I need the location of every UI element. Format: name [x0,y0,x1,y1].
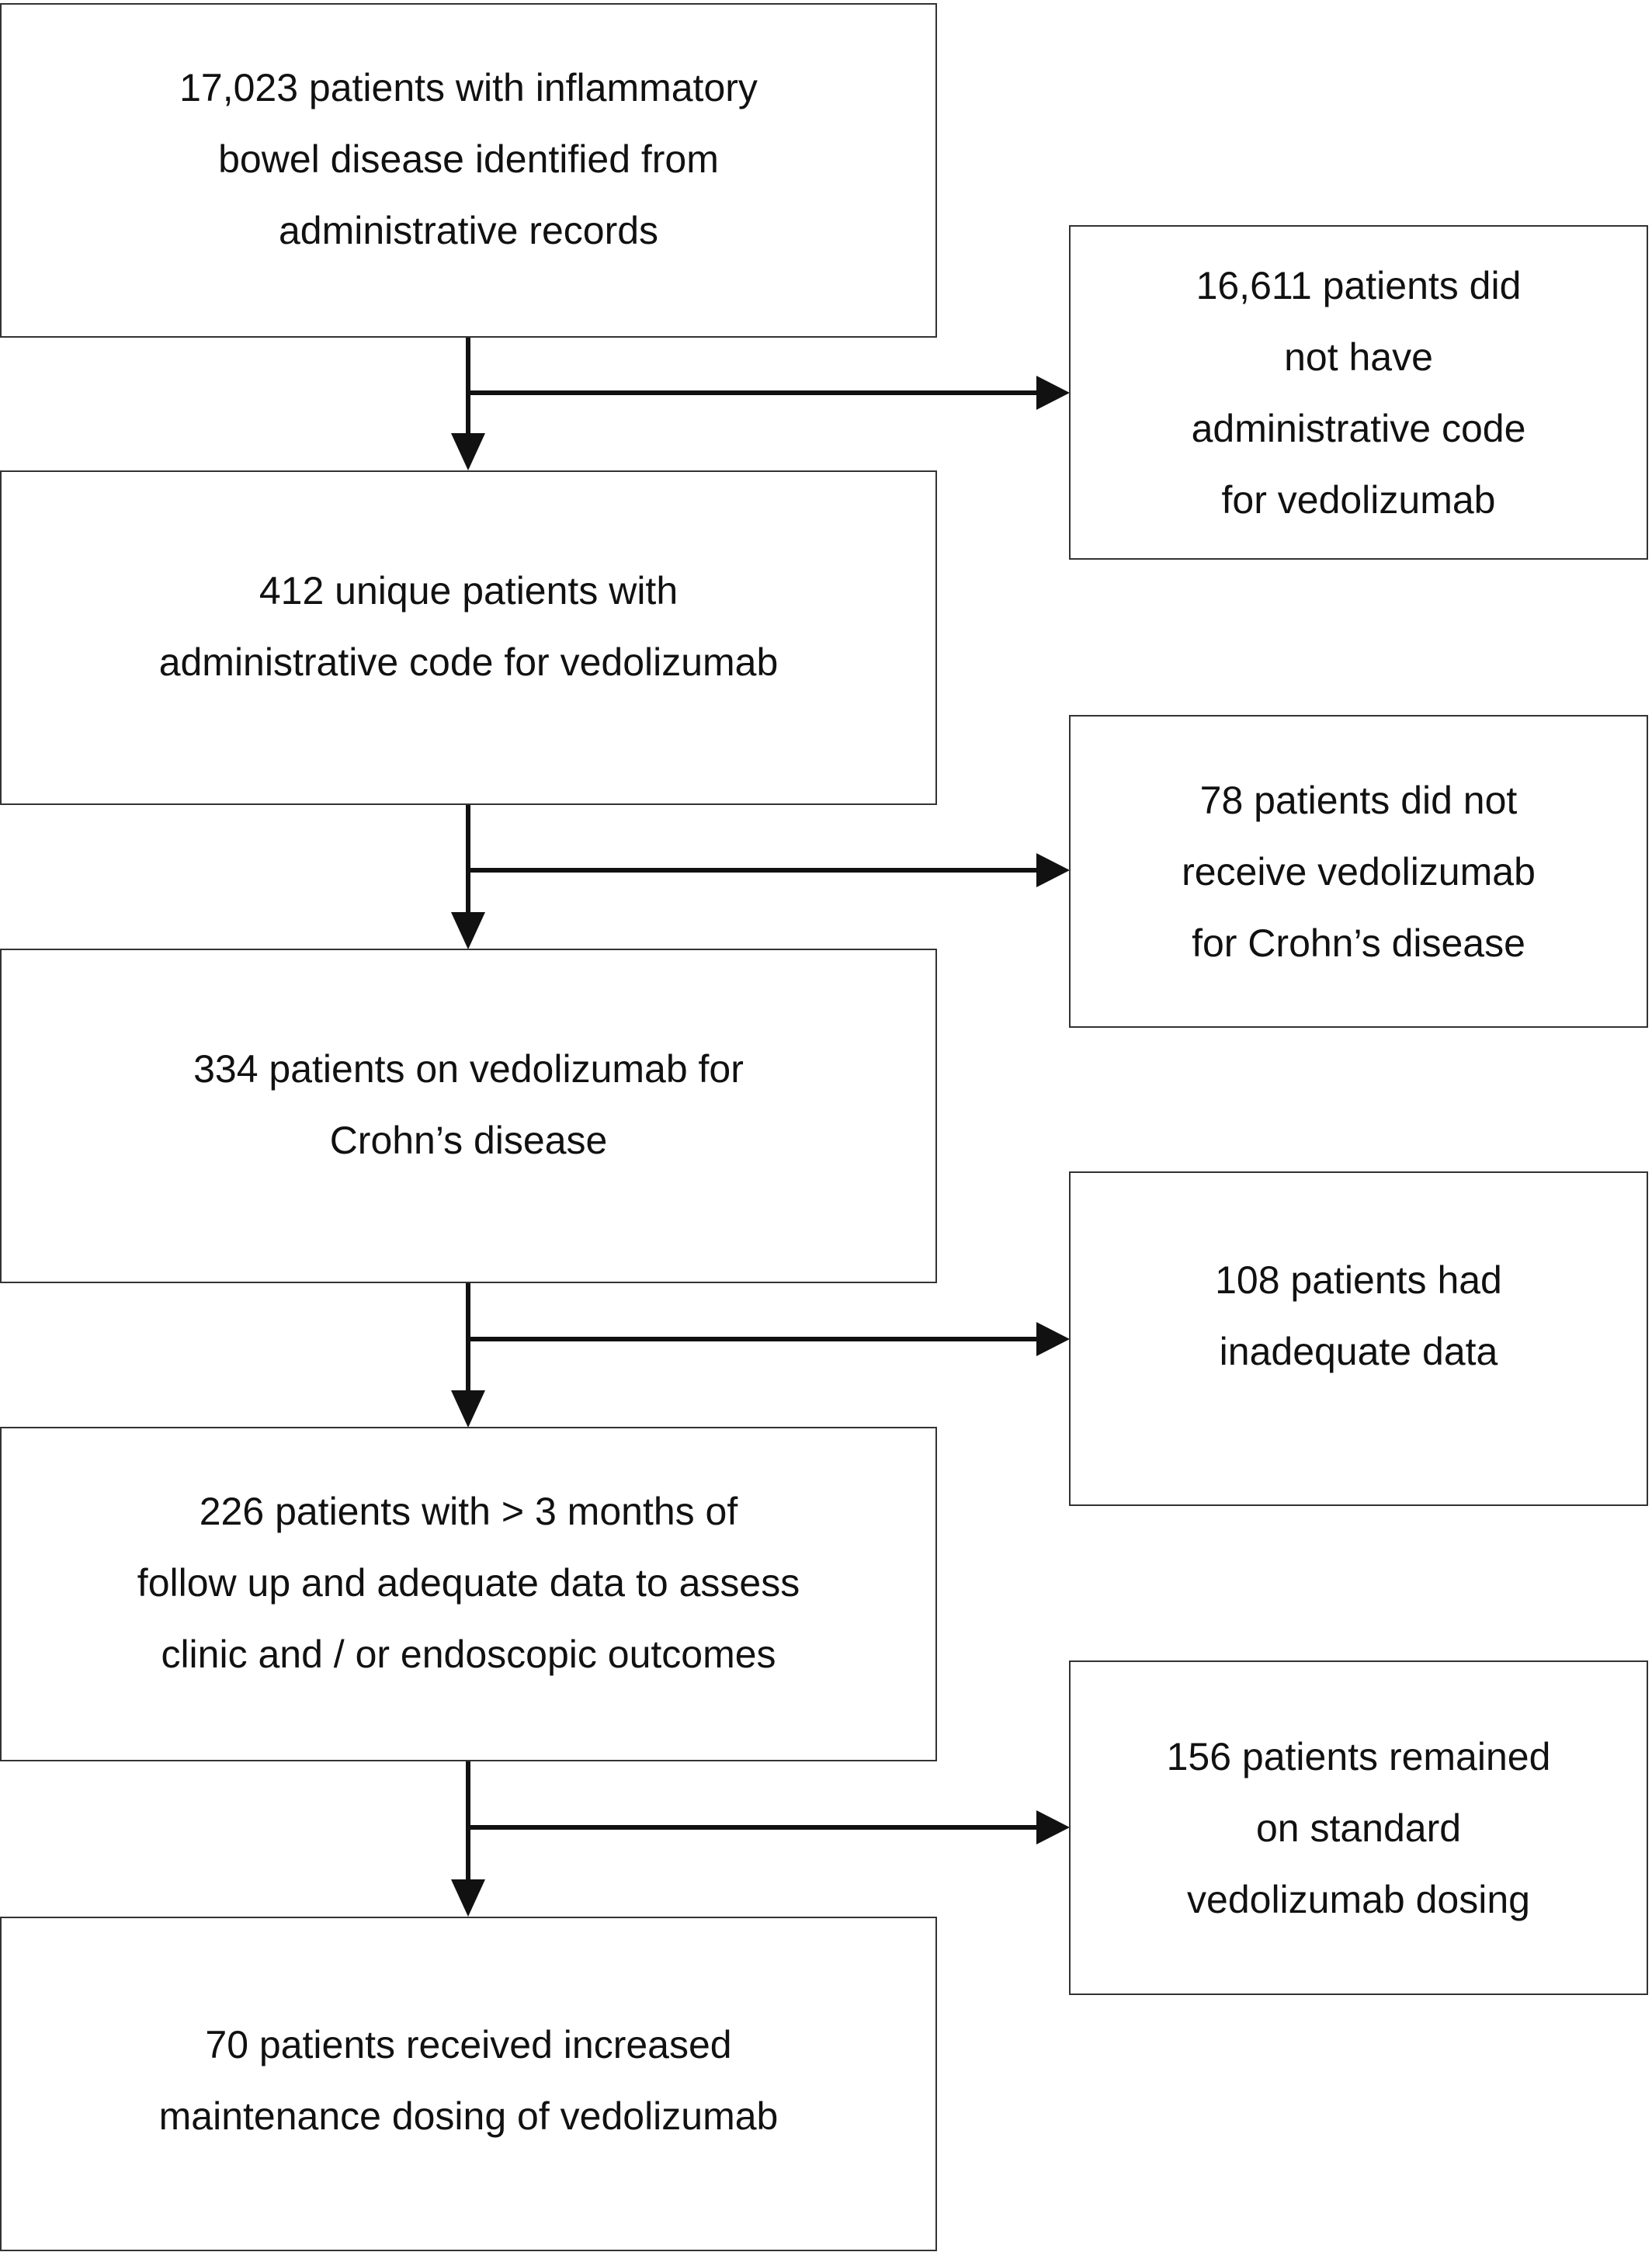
box-text-line: for vedolizumab [1221,477,1496,522]
box-text-line: vedolizumab dosing [1187,1877,1530,1921]
box-text-line: 226 patients with > 3 months of [199,1489,738,1533]
step-identified-ibd: 17,023 patients with inflammatory bowel … [0,3,937,338]
box-text-line: 17,023 patients with inflammatory [179,65,758,109]
box-text-line: receive vedolizumab [1182,849,1536,894]
step-increased-dosing: 70 patients received increased maintenan… [0,1917,937,2251]
box-text-line: 16,611 patients did [1196,263,1522,307]
excluded-standard-dosing: 156 patients remained on standard vedoli… [1069,1660,1648,1995]
arrowhead-down [451,433,485,470]
box-text-line: for Crohn’s disease [1192,921,1525,965]
box-text-line: clinic and / or endoscopic outcomes [161,1632,776,1676]
box-text-line: 70 patients received increased [205,2022,732,2066]
arrowhead-right [1036,1322,1070,1356]
box-text-line: administrative code for vedolizumab [158,640,779,684]
box-text-line: administrative code [1191,406,1526,450]
step-vedolizumab-code: 412 unique patients with administrative … [0,470,937,805]
arrowhead-down [451,912,485,949]
box-text-line: 412 unique patients with [259,568,678,612]
box-text-line: 156 patients remained [1166,1734,1551,1778]
box-text-line: 334 patients on vedolizumab for [193,1046,744,1091]
step-adequate-followup: 226 patients with > 3 months of follow u… [0,1427,937,1761]
excluded-not-crohns: 78 patients did not receive vedolizumab … [1069,715,1648,1028]
arrowhead-right [1036,853,1070,887]
step-crohns-vedolizumab: 334 patients on vedolizumab for Crohn’s … [0,949,937,1283]
box-text-line: follow up and adequate data to assess [137,1560,800,1605]
box-text-line: administrative records [278,208,659,252]
excluded-inadequate-data: 108 patients had inadequate data [1069,1171,1648,1506]
arrowhead-down [451,1879,485,1917]
box-text-line: Crohn’s disease [329,1118,608,1162]
arrowhead-right [1036,376,1070,410]
box-text-line: 108 patients had [1215,1258,1502,1302]
box-text-line: inadequate data [1219,1329,1498,1373]
box-text-line: bowel disease identified from [218,137,719,181]
box-text-line: on standard [1255,1806,1462,1850]
box-text-line: not have [1284,335,1433,379]
box-text-line: maintenance dosing of vedolizumab [158,2094,779,2138]
excluded-no-code: 16,611 patients did not have administrat… [1069,225,1648,560]
arrowhead-down [451,1390,485,1428]
box-text-line: 78 patients did not [1199,778,1518,822]
arrowhead-right [1036,1810,1070,1844]
